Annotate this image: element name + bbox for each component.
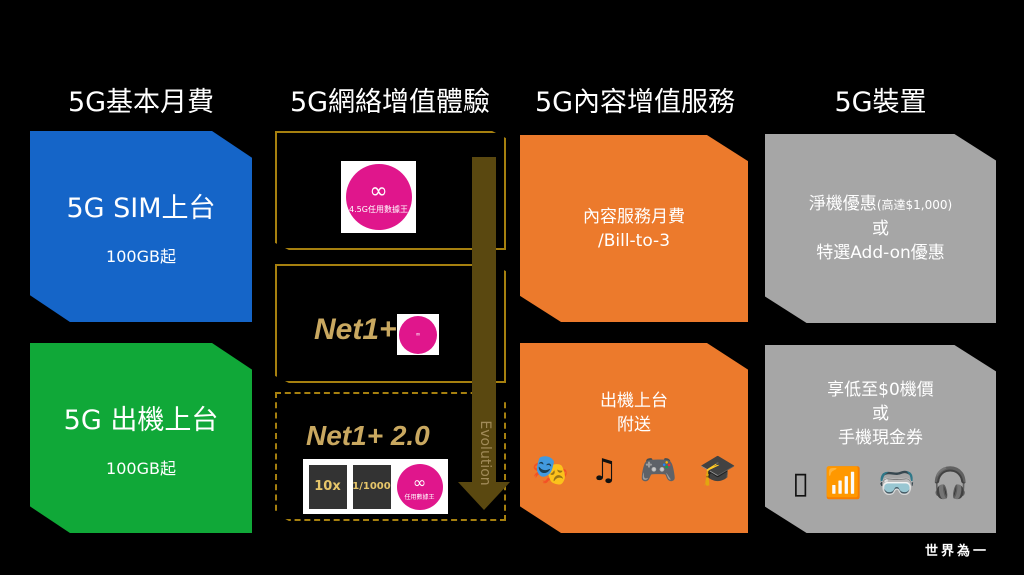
gamepad-icon: 🎮 [639,452,678,488]
header-network: 5G網絡增值體驗 [289,87,491,118]
line: /Bill-to-3 [597,230,671,251]
card-title: 5G 出機上台 [63,404,219,436]
line: 內容服務月費 [583,206,685,227]
line: 或 [872,219,889,239]
line: 特選Add-on優惠 [816,243,945,263]
header-basic-fee: 5G基本月費 [67,87,215,118]
headphones-icon: 🎧 [931,465,969,501]
network-tier-3 [275,392,506,521]
theater-masks-icon: 🎭 [531,452,569,488]
phone-icon: ▯ [792,465,809,501]
network-tier-2 [275,264,506,383]
data-king-logo-small: ∞ [397,314,439,355]
header-content: 5G內容增值服務 [534,87,736,118]
card-title: 5G SIM上台 [66,193,216,224]
music-note-icon: ♫ [590,452,618,488]
net-plus-logo: Net1+ [314,313,397,346]
watermark: 世界為一 [925,544,990,559]
card-content-fee: 內容服務月費 /Bill-to-3 [520,135,748,322]
net-plus-2-badges: 10x 1/1000 ∞任用數據王 [303,459,448,514]
line-small: (高達$1,000) [876,198,953,212]
line: 出機上台 [600,390,668,411]
line: 淨機優惠 [808,194,877,214]
card-content-bundle: 出機上台 附送 🎭 ♫ 🎮 🎓 [520,343,748,533]
data-king-logo: ∞4.5G任用數據王 [341,161,416,233]
vr-headset-icon: 🥽 [878,465,916,501]
circle-text: 任用數據王 [404,493,435,501]
network-tier-1 [275,131,506,250]
line: 手機現金券 [838,427,923,448]
line: 附送 [617,414,651,435]
card-sub: 100GB起 [106,458,176,478]
line: 或 [872,403,889,424]
card-sim-plan: 5G SIM上台 100GB起 [30,131,252,322]
net-plus-2-logo: Net1+ 2.0 [306,420,430,451]
card-handset-plan: 5G 出機上台 100GB起 [30,343,252,533]
card-device-price: 享低至$0機價 或 手機現金券 ▯ 📶 🥽 🎧 [765,345,996,533]
graduation-cap-icon: 🎓 [699,452,737,488]
evolution-label: Evolution [477,420,493,486]
evolution-arrow-head [458,482,510,510]
evolution-arrow [472,157,496,482]
logo-text: 4.5G任用數據王 [349,205,408,214]
line: 享低至$0機價 [827,379,934,400]
speed-badge: 10x [308,464,347,509]
card-device-discount: 淨機優惠(高達$1,000) 或 特選Add-on優惠 [765,134,996,323]
latency-badge: 1/1000 [352,464,391,509]
header-device: 5G裝置 [834,87,927,118]
card-sub: 100GB起 [106,247,176,266]
router-icon: 📶 [824,465,863,501]
